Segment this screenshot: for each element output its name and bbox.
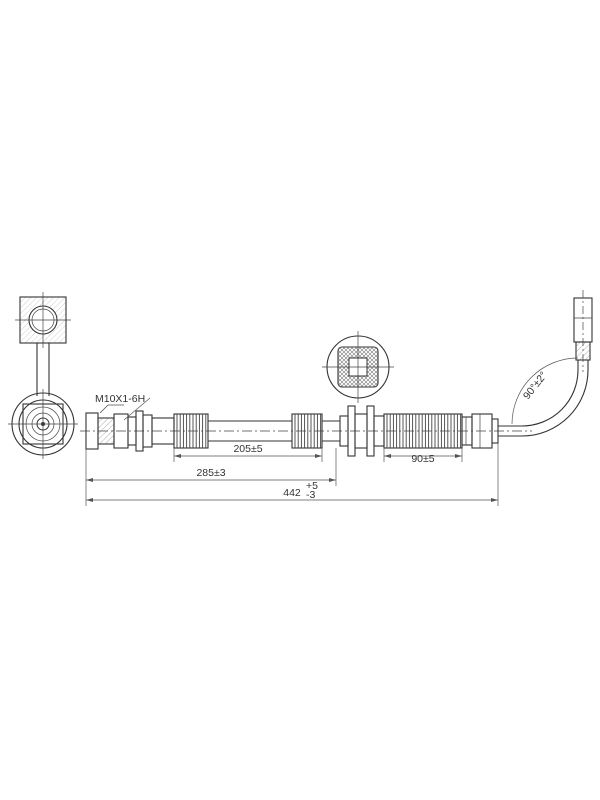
angle-label: 90°±2° — [521, 369, 550, 401]
dim-label-442: 442 — [283, 487, 301, 499]
dimensions: 205±5 90±5 285±3 442 +5 -3 90°±2° M10X1-… — [85, 357, 579, 506]
dim-label-205: 205±5 — [233, 443, 262, 455]
hose-assembly — [80, 290, 593, 457]
dim-tol-upper: +5 — [306, 480, 318, 492]
middle-spring-guard — [291, 413, 323, 449]
middle-section-view — [322, 331, 394, 403]
dim-tol-lower: -3 — [306, 489, 315, 501]
dim-label-285: 285±3 — [196, 467, 225, 479]
sleeve-ribs — [176, 414, 462, 448]
left-end-view — [8, 292, 78, 459]
tube-bend — [521, 369, 579, 427]
left-spring-guard — [173, 413, 209, 449]
dim-label-90: 90±5 — [411, 453, 434, 465]
top-fitting-nut — [573, 297, 593, 343]
thread-label: M10X1-6H — [95, 393, 145, 405]
angle-arc — [511, 357, 579, 425]
